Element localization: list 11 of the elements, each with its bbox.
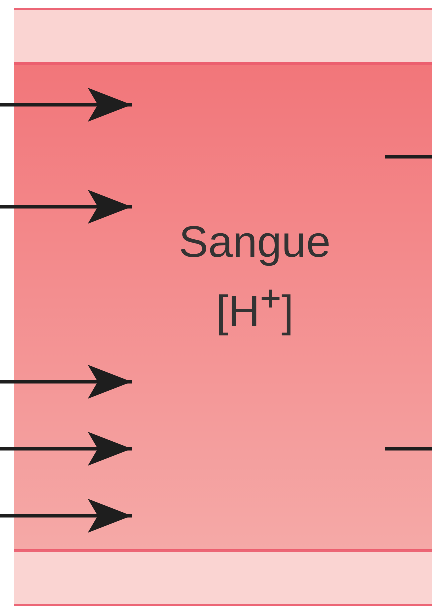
arrow bbox=[0, 365, 132, 399]
blood-vessel-lumen bbox=[14, 62, 432, 552]
line bbox=[385, 155, 432, 159]
arrow bbox=[0, 432, 132, 466]
vessel-wall bbox=[14, 8, 432, 64]
vessel-wall bbox=[14, 550, 432, 606]
arrow bbox=[0, 499, 132, 533]
arrow bbox=[0, 88, 132, 122]
line bbox=[385, 447, 432, 451]
node-label: Sangue [H$^{+}$] bbox=[178, 217, 332, 339]
arrow bbox=[0, 190, 132, 224]
